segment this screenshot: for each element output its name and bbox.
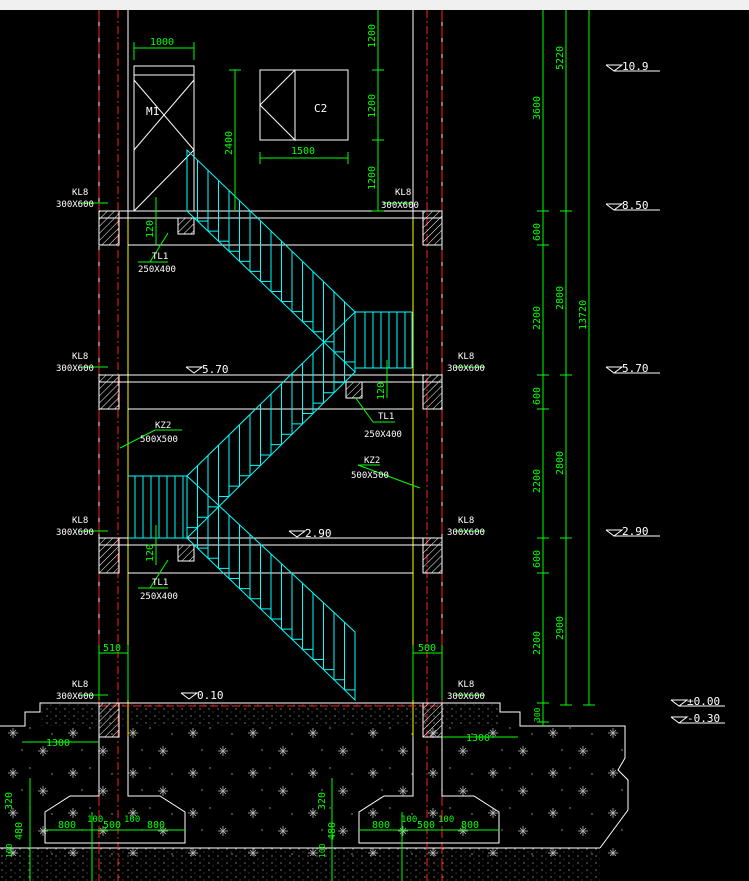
- beam-kl8-label: KL8: [72, 680, 88, 690]
- dim-footing: 100: [124, 815, 140, 825]
- beam-kl8-size: 300X600: [447, 364, 485, 374]
- dim-2400: 2400: [224, 131, 235, 155]
- dim-door-width: 1000: [150, 37, 174, 48]
- elev-0-00: ±0.00: [687, 695, 720, 708]
- dim-120: 120: [145, 544, 156, 562]
- dim-footing: 800: [147, 820, 165, 831]
- beam-tl1-size: 250X400: [140, 592, 178, 602]
- dim-120: 120: [145, 220, 156, 238]
- dim-1200: 1200: [367, 24, 378, 48]
- beam-kl8-label: KL8: [458, 516, 474, 526]
- top-strip: [0, 0, 749, 10]
- dim-2800: 2800: [555, 451, 566, 475]
- dim-320: 320: [317, 792, 328, 810]
- dim-480: 480: [327, 822, 338, 840]
- dim-1200: 1200: [367, 94, 378, 118]
- elev-10-9: 10.9: [622, 60, 649, 73]
- soil-fill: [0, 726, 625, 856]
- elev-2-90: 2.90: [622, 525, 649, 538]
- door-label: M1: [146, 105, 159, 118]
- floor-label-0-10: 0.10: [197, 689, 224, 702]
- dim-lines: [22, 10, 595, 881]
- dim-window-width: 1500: [291, 146, 315, 157]
- dim-footing: 100: [438, 815, 454, 825]
- elev-5-70: 5.70: [622, 362, 649, 375]
- beam-kl8-size: 300X600: [56, 200, 94, 210]
- window-c2: [259, 69, 349, 142]
- dim-500: 500: [418, 643, 436, 654]
- left-foundation: [44, 737, 186, 844]
- window-label: C2: [314, 102, 327, 115]
- dim-1200: 1200: [367, 166, 378, 190]
- dim-100: 100: [5, 843, 14, 858]
- beam-kl8-size: 300X600: [56, 528, 94, 538]
- elev-minus-030: -0.30: [687, 712, 720, 725]
- dim-2200: 2200: [532, 469, 543, 493]
- dim-300: 300: [533, 707, 542, 722]
- dim-2200: 2200: [532, 631, 543, 655]
- elevation-markers: [180, 64, 725, 724]
- dim-480: 480: [14, 822, 25, 840]
- beam-kl8-label: KL8: [72, 352, 88, 362]
- column-kz2-label: KZ2: [364, 456, 380, 466]
- dim-footing: 800: [461, 820, 479, 831]
- dim-120: 120: [376, 382, 387, 400]
- dim-3600: 3600: [532, 96, 543, 120]
- stair-flight-bottom: [186, 474, 356, 702]
- beam-tl1-size: 250X400: [138, 265, 176, 275]
- beam-kl8-label: KL8: [458, 680, 474, 690]
- beam-kl8-label: KL8: [72, 516, 88, 526]
- beam-tl1-label: TL1: [378, 412, 394, 422]
- dim-1300: 1300: [46, 738, 70, 749]
- column-kz2-label: KZ2: [155, 421, 171, 431]
- dim-5220: 5220: [555, 46, 566, 70]
- elev-8-50: 8.50: [622, 199, 649, 212]
- beam-kl8-size: 300X600: [56, 364, 94, 374]
- beam-tl1-label: TL1: [152, 578, 168, 588]
- dim-600: 600: [532, 550, 543, 568]
- dim-2800: 2800: [555, 286, 566, 310]
- dim-1300: 1300: [466, 733, 490, 744]
- beam-kl8-size: 300X600: [447, 528, 485, 538]
- dim-320: 320: [4, 792, 15, 810]
- stair-steps: [134, 160, 406, 691]
- floor-5-70: [98, 374, 443, 410]
- beam-tl1-size: 250X400: [364, 430, 402, 440]
- beam-kl8-label: KL8: [458, 352, 474, 362]
- dim-footing: 100: [87, 815, 103, 825]
- dim-13720: 13720: [578, 300, 589, 330]
- dim-footing: 100: [401, 815, 417, 825]
- gravel-fill: [0, 848, 600, 881]
- floor-0-10: [98, 702, 443, 738]
- beam-kl8-size: 300X600: [56, 692, 94, 702]
- ground-slab-fill: [40, 703, 500, 726]
- column-kz2-size: 500X500: [351, 471, 389, 481]
- dim-510: 510: [103, 643, 121, 654]
- door-m1: [133, 65, 195, 212]
- dim-2200: 2200: [532, 306, 543, 330]
- beam-tl1-label: TL1: [152, 252, 168, 262]
- beam-kl8-label: KL8: [395, 188, 411, 198]
- dim-600: 600: [532, 387, 543, 405]
- ground-line: [0, 702, 629, 849]
- dim-footing: 500: [103, 820, 121, 831]
- dim-footing: 800: [58, 820, 76, 831]
- dim-100: 100: [318, 843, 327, 858]
- beam-kl8-size: 300X600: [447, 692, 485, 702]
- dim-footing: 800: [372, 820, 390, 831]
- floor-label-5-70: 5.70: [202, 363, 229, 376]
- dim-footing: 500: [417, 820, 435, 831]
- floor-label-2-90: 2.90: [305, 527, 332, 540]
- column-kz2-size: 500X500: [140, 435, 178, 445]
- dim-2900: 2900: [555, 616, 566, 640]
- dim-600: 600: [532, 223, 543, 241]
- beam-kl8-label: KL8: [72, 188, 88, 198]
- beam-kl8-size: 300X600: [381, 201, 419, 211]
- right-foundation: [358, 737, 500, 844]
